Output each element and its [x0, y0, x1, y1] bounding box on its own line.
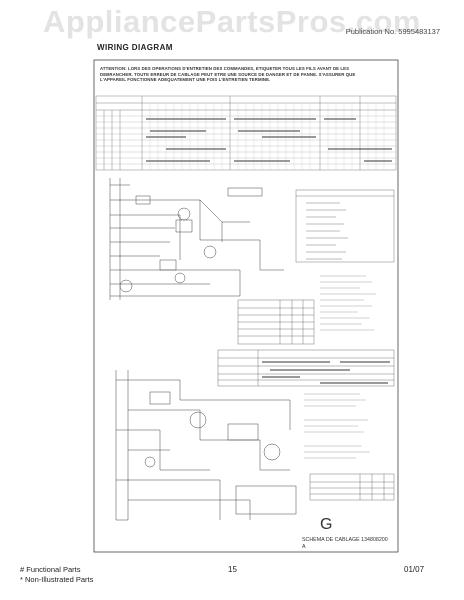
symbol-legend	[295, 189, 395, 263]
diagram-caption: SCHEMA DE CABLAGE 134808200 A	[302, 537, 388, 550]
cycle-chart-bars	[146, 118, 392, 162]
notes-block	[320, 275, 376, 331]
publication-number: Publication No. 5995483137	[345, 27, 440, 36]
switch-table	[309, 473, 395, 501]
timing-chart	[217, 349, 395, 387]
diagram-letter: G	[320, 516, 333, 533]
diagram-frame	[93, 59, 399, 553]
non-illustrated-parts-note: * Non-Illustrated Parts	[20, 574, 94, 584]
footer-legend: # Functional Parts * Non-Illustrated Par…	[20, 565, 93, 584]
component-table	[237, 299, 315, 345]
warning-note: ATTENTION: LORS DES OPERATIONS D'ENTRETI…	[100, 66, 356, 83]
functional-parts-note: # Functional Parts	[20, 565, 81, 574]
lower-circuit	[115, 370, 297, 521]
notes-block-lower	[304, 393, 370, 459]
revision-date: 01/07	[404, 565, 425, 574]
cycle-chart-columns	[149, 103, 385, 170]
page-title: WIRING DIAGRAM	[97, 43, 173, 52]
page-number: 15	[228, 565, 237, 574]
timing-bars	[262, 361, 390, 384]
upper-circuit	[109, 178, 284, 300]
site-watermark: AppliancePartsPros.com	[43, 4, 421, 39]
